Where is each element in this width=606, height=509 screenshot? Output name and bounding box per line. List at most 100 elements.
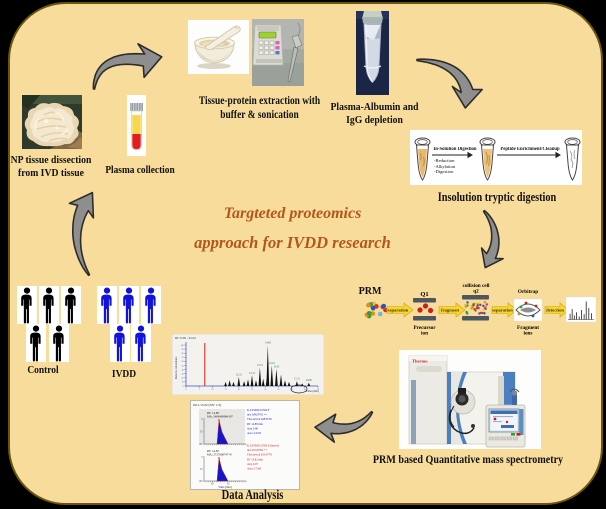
flow-arrow-tissue-to-extraction xyxy=(92,43,163,90)
svg-text:80: 80 xyxy=(182,353,184,355)
svg-text:25: 25 xyxy=(251,389,253,391)
chromatogram-header: RT: 0.00 - 45.02 xyxy=(175,336,196,340)
flow-arrow-cohorts-to-tissue xyxy=(68,191,95,277)
chromatogram-panel: RT: 0.00 - 45.02 Relative Abundance 0 10 2… xyxy=(172,334,324,395)
svg-text:RT: 14.82: RT: 14.82 xyxy=(207,449,219,453)
svg-text:100: 100 xyxy=(199,443,204,446)
sonicator-photo xyxy=(252,19,304,86)
detection-arrow-text: detection xyxy=(546,308,564,313)
svg-text:50: 50 xyxy=(182,365,184,367)
svg-text:50: 50 xyxy=(200,431,203,434)
svg-text:15.45: 15.45 xyxy=(273,365,280,368)
ms-brand-text: Thermo xyxy=(412,359,428,364)
digestion-step1-title: In-Solution Digestion xyxy=(433,146,477,152)
svg-text:RT 14.88 min: RT 14.88 min xyxy=(247,422,263,426)
svg-text:5: 5 xyxy=(199,389,200,391)
person-icon xyxy=(49,324,69,362)
svg-text:Area 3.47e9: Area 3.47e9 xyxy=(247,431,262,435)
svg-text:15: 15 xyxy=(227,483,230,486)
highlight-ellipse xyxy=(290,384,308,394)
digestion-box xyxy=(410,130,582,185)
svg-text:15: 15 xyxy=(225,389,227,391)
flow-arrow-depletion-to-digestion xyxy=(416,58,483,109)
svg-text:Theoretical 653.8778: Theoretical 653.8778 xyxy=(247,453,272,457)
svg-text:60: 60 xyxy=(182,361,184,363)
svg-text:70: 70 xyxy=(182,357,184,359)
svg-text:Area 2.73e9: Area 2.73e9 xyxy=(247,467,262,471)
orbitrap xyxy=(513,298,543,322)
svg-text:K.LSSPATLNSR.F (heavy): K.LSSPATLNSR.F (heavy) xyxy=(247,444,279,448)
digestion-step1-bullets: -Reduction -Alkylation -Digestion xyxy=(434,158,456,175)
person-icon xyxy=(39,286,59,324)
digestion-step-arrows xyxy=(432,151,561,159)
svg-text:m/z 653.8784 ++: m/z 653.8784 ++ xyxy=(247,448,267,452)
extraction-label: Tissue-protein extraction with buffer & … xyxy=(198,95,321,121)
svg-text:35: 35 xyxy=(277,389,279,391)
svg-text:MA: 2727608747+9: MA: 2727608747+9 xyxy=(207,453,232,457)
np-tissue-photo xyxy=(22,95,82,149)
collision-cell xyxy=(462,295,489,321)
svg-text:dotp 0.98: dotp 0.98 xyxy=(247,426,258,430)
person-icon xyxy=(141,286,161,324)
chromatogram-peaks xyxy=(186,343,318,386)
figure-title-line2: approach for IVDD research xyxy=(194,233,391,252)
svg-text:0: 0 xyxy=(183,386,184,388)
svg-text:RT: 14.88: RT: 14.88 xyxy=(207,411,219,415)
precursor-mixture-dots xyxy=(364,301,388,319)
digestion-tube-3 xyxy=(564,137,581,181)
svg-text:10: 10 xyxy=(211,389,213,391)
svg-text:50: 50 xyxy=(317,389,319,391)
q1-label: Q1 xyxy=(420,291,428,298)
flow-arrow-digestion-to-prm xyxy=(480,209,504,269)
svg-text:20: 20 xyxy=(182,378,184,380)
svg-text:dotp 0.97: dotp 0.97 xyxy=(247,462,258,466)
depletion-label: Plasma-Albumin and IgG depletion xyxy=(330,101,419,126)
svg-text:0: 0 xyxy=(201,456,203,459)
person-icon xyxy=(97,286,117,324)
prm-spectrum xyxy=(565,296,597,323)
np-tissue-label: NP tissue dissection from IVD tissue xyxy=(10,154,92,179)
person-icon xyxy=(17,286,37,324)
svg-text:100: 100 xyxy=(199,480,204,483)
mortar-pestle-photo xyxy=(188,20,249,74)
svg-text:8.01-15.92 (SN: 1/3): 8.01-15.92 (SN: 1/3) xyxy=(193,403,221,407)
svg-text:50: 50 xyxy=(200,468,203,471)
svg-text:90: 90 xyxy=(182,349,184,351)
svg-text:0: 0 xyxy=(186,389,187,391)
svg-text:RT 14.82 min: RT 14.82 min xyxy=(247,457,263,461)
orbitrap-label: Orbitrap xyxy=(518,289,538,295)
prm-label: PRM xyxy=(358,286,382,297)
svg-text:K.LSSPATLNSR.F: K.LSSPATLNSR.F xyxy=(247,408,270,412)
fragment-arrow-text: fragment xyxy=(441,308,460,313)
svg-text:Time (min): Time (min) xyxy=(218,485,232,489)
prm-arrow-separation-2: separation xyxy=(491,302,518,318)
control-label: Control xyxy=(27,365,59,376)
person-icon xyxy=(110,324,130,362)
svg-text:MA: 3468469984197: MA: 3468469984197 xyxy=(207,415,233,419)
svg-text:10: 10 xyxy=(182,382,184,384)
person-icon xyxy=(61,286,81,324)
digestion-tube-1 xyxy=(414,137,431,181)
prm-arrow-fragment: fragment xyxy=(438,302,466,318)
chromatogram-ylabel: Relative Abundance xyxy=(175,356,178,379)
svg-text:17.21: 17.21 xyxy=(294,378,301,381)
svg-text:m/z 648.8742 ++: m/z 648.8742 ++ xyxy=(247,413,267,417)
figure-title: Targteted proteomics approach for IVDD r… xyxy=(185,205,400,253)
svg-text:13.12: 13.12 xyxy=(249,372,256,375)
plasma-label: Plasma collection xyxy=(105,164,175,176)
svg-text:13.75: 13.75 xyxy=(257,364,264,367)
svg-text:10: 10 xyxy=(211,483,214,486)
plasma-tube xyxy=(130,103,143,151)
person-icon xyxy=(131,324,151,362)
digestion-tube-2 xyxy=(479,137,496,181)
ivdd-label: IVDD xyxy=(111,369,137,380)
svg-text:100: 100 xyxy=(181,345,184,347)
digestion-step2-title: Peptide Enrichment/Cleanup xyxy=(500,146,560,152)
